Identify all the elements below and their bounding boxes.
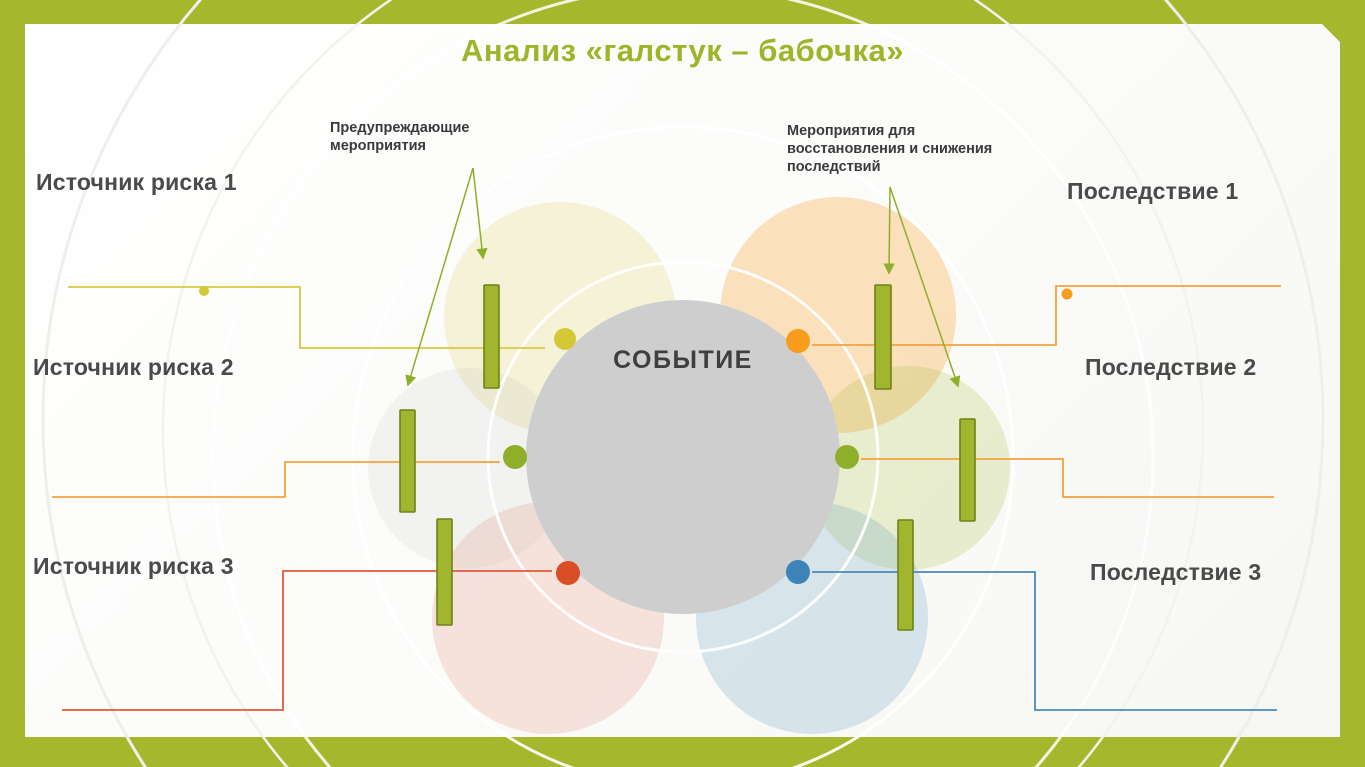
event-label: СОБЫТИЕ <box>613 346 753 374</box>
consequence-3-line <box>812 571 1277 711</box>
consequence-1-small-dot <box>1061 288 1073 300</box>
petal-gray-circle <box>368 368 568 568</box>
source-1-dot <box>554 328 576 350</box>
recovery-measures-annotation: Мероприятия для восстановления и снижени… <box>787 122 1017 176</box>
barrier-consequence-3 <box>897 519 914 631</box>
risk-source-1-label: Источник риска 1 <box>36 169 237 195</box>
white-ring-inner <box>486 260 880 654</box>
recovery-arrow-2 <box>889 186 961 388</box>
annotation-line: последствий <box>787 159 881 175</box>
preventive-arrow-2 <box>405 167 474 387</box>
barrier-consequence-2 <box>959 418 976 522</box>
consequence-2-label: Последствие 2 <box>1085 354 1257 380</box>
barrier-source-2 <box>399 409 416 513</box>
annotation-line: Мероприятия для <box>787 123 916 139</box>
preventive-measures-annotation: Предупреждающие мероприятия <box>330 119 500 155</box>
source-1-small-dot <box>199 286 209 296</box>
event-circle <box>526 300 840 614</box>
consequence-1-line <box>812 285 1281 346</box>
source-3-line <box>62 570 552 711</box>
barrier-consequence-1 <box>874 284 892 390</box>
consequence-3-dot <box>786 560 810 584</box>
source-3-dot <box>556 561 580 585</box>
barrier-source-3 <box>436 518 453 626</box>
background-ring-outer <box>41 0 1325 767</box>
consequence-2-dot <box>835 445 859 469</box>
background-ring-mid <box>161 0 1205 767</box>
petal-green-circle <box>806 366 1010 570</box>
annotation-line: восстановления и снижения <box>787 141 993 157</box>
consequence-1-label: Последствие 1 <box>1067 178 1239 204</box>
white-ring-outer <box>211 0 1155 767</box>
source-2-dot <box>503 445 527 469</box>
slide-title: Анализ «галстук – бабочка» <box>461 33 904 68</box>
recovery-arrow-1 <box>883 186 895 275</box>
consequence-1-dot <box>786 329 810 353</box>
risk-source-3-label: Источник риска 3 <box>33 553 234 579</box>
preventive-arrow-1 <box>472 167 488 260</box>
consequence-3-label: Последствие 3 <box>1090 559 1262 585</box>
barrier-source-1 <box>483 284 500 389</box>
white-ring-middle <box>351 125 1015 767</box>
source-1-line <box>68 286 545 349</box>
risk-source-2-label: Источник риска 2 <box>33 354 234 380</box>
source-2-line <box>52 461 500 498</box>
annotation-line: мероприятия <box>330 138 426 154</box>
annotation-line: Предупреждающие <box>330 120 470 136</box>
